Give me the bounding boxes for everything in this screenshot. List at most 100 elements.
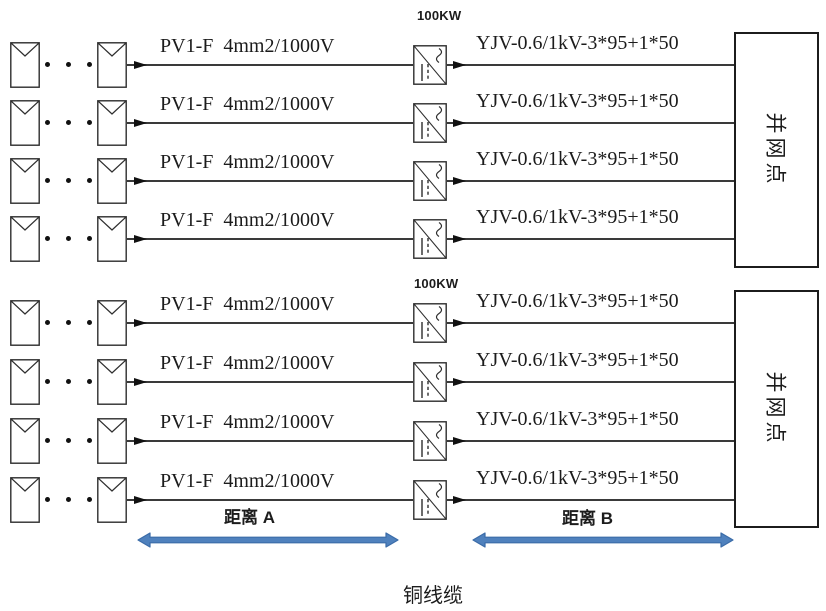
distance-b-label: 距离 B: [562, 509, 613, 528]
ellipsis-dot-icon: [87, 62, 92, 67]
ellipsis-dot-icon: [45, 379, 50, 384]
ellipsis-dot-icon: [45, 178, 50, 183]
grid-connection-point-box: 并网点: [734, 32, 819, 268]
ac-cable-label: YJV-0.6/1kV-3*95+1*50: [476, 206, 679, 228]
grid-connection-point-box: 并网点: [734, 290, 819, 528]
flow-arrowhead-icon: [134, 496, 147, 504]
flow-arrowhead-icon: [134, 235, 147, 243]
ellipsis-dot-icon: [87, 438, 92, 443]
ellipsis-dot-icon: [87, 379, 92, 384]
pv-cable-label: PV1-F 4mm2/1000V: [160, 293, 335, 315]
inverter-icon: [413, 161, 447, 201]
pv-panel-icon: [10, 359, 40, 405]
ac-wire: [447, 64, 734, 66]
flow-arrowhead-icon: [134, 378, 147, 386]
ellipsis-dot-icon: [87, 120, 92, 125]
dc-wire: [127, 499, 413, 501]
ellipsis-dot-icon: [45, 320, 50, 325]
pv-panel-icon: [97, 158, 127, 204]
inverter-icon: [413, 103, 447, 143]
inverter-icon: [413, 219, 447, 259]
inverter-power-label: 100KW: [414, 276, 459, 291]
ac-wire: [447, 381, 734, 383]
pv-panel-icon: [10, 42, 40, 88]
ellipsis-dot-icon: [87, 178, 92, 183]
dc-wire: [127, 440, 413, 442]
dc-wire: [127, 122, 413, 124]
pv-cable-label: PV1-F 4mm2/1000V: [160, 352, 335, 374]
distance-a-label: 距离 A: [224, 508, 275, 527]
ac-wire: [447, 440, 734, 442]
ellipsis-dot-icon: [66, 379, 71, 384]
pv-panel-icon: [10, 216, 40, 262]
ac-cable-label: YJV-0.6/1kV-3*95+1*50: [476, 90, 679, 112]
ellipsis-dot-icon: [45, 62, 50, 67]
ac-wire: [447, 122, 734, 124]
pv-cable-label: PV1-F 4mm2/1000V: [160, 411, 335, 433]
flow-arrowhead-icon: [453, 177, 466, 185]
ellipsis-dot-icon: [66, 120, 71, 125]
ac-cable-label: YJV-0.6/1kV-3*95+1*50: [476, 349, 679, 371]
ac-wire: [447, 322, 734, 324]
ac-cable-label: YJV-0.6/1kV-3*95+1*50: [476, 467, 679, 489]
pv-panel-icon: [10, 100, 40, 146]
inverter-icon: [413, 45, 447, 85]
pv-panel-icon: [10, 418, 40, 464]
ellipsis-dot-icon: [87, 497, 92, 502]
pv-cable-label: PV1-F 4mm2/1000V: [160, 470, 335, 492]
ellipsis-dot-icon: [66, 236, 71, 241]
ac-cable-label: YJV-0.6/1kV-3*95+1*50: [476, 32, 679, 54]
ellipsis-dot-icon: [66, 320, 71, 325]
pv-cable-label: PV1-F 4mm2/1000V: [160, 93, 335, 115]
distance-a-arrow-icon: [137, 532, 399, 548]
ellipsis-dot-icon: [45, 497, 50, 502]
pv-panel-icon: [97, 300, 127, 346]
flow-arrowhead-icon: [134, 61, 147, 69]
pv-cable-label: PV1-F 4mm2/1000V: [160, 151, 335, 173]
dc-wire: [127, 180, 413, 182]
ac-wire: [447, 238, 734, 240]
flow-arrowhead-icon: [453, 437, 466, 445]
pv-panel-icon: [97, 477, 127, 523]
inverter-icon: [413, 421, 447, 461]
pv-panel-icon: [97, 418, 127, 464]
flow-arrowhead-icon: [453, 61, 466, 69]
pv-panel-icon: [97, 216, 127, 262]
grid-point-label: 并网点: [763, 371, 788, 447]
pv-panel-icon: [97, 42, 127, 88]
ellipsis-dot-icon: [66, 497, 71, 502]
flow-arrowhead-icon: [134, 319, 147, 327]
ellipsis-dot-icon: [45, 120, 50, 125]
flow-arrowhead-icon: [453, 235, 466, 243]
pv-cable-label: PV1-F 4mm2/1000V: [160, 209, 335, 231]
dc-wire: [127, 322, 413, 324]
dc-wire: [127, 64, 413, 66]
flow-arrowhead-icon: [453, 119, 466, 127]
distance-b-arrow-icon: [472, 532, 734, 548]
inverter-power-label: 100KW: [417, 8, 462, 23]
dc-wire: [127, 381, 413, 383]
ac-cable-label: YJV-0.6/1kV-3*95+1*50: [476, 148, 679, 170]
pv-panel-icon: [97, 359, 127, 405]
inverter-icon: [413, 362, 447, 402]
copper-cable-caption: 铜线缆: [403, 585, 463, 607]
inverter-icon: [413, 480, 447, 520]
ac-wire: [447, 499, 734, 501]
pv-panel-icon: [97, 100, 127, 146]
ac-cable-label: YJV-0.6/1kV-3*95+1*50: [476, 290, 679, 312]
inverter-icon: [413, 303, 447, 343]
ac-cable-label: YJV-0.6/1kV-3*95+1*50: [476, 408, 679, 430]
flow-arrowhead-icon: [453, 496, 466, 504]
ellipsis-dot-icon: [87, 236, 92, 241]
flow-arrowhead-icon: [134, 119, 147, 127]
flow-arrowhead-icon: [134, 437, 147, 445]
ellipsis-dot-icon: [66, 178, 71, 183]
ellipsis-dot-icon: [66, 62, 71, 67]
dc-wire: [127, 238, 413, 240]
ellipsis-dot-icon: [45, 236, 50, 241]
ellipsis-dot-icon: [87, 320, 92, 325]
flow-arrowhead-icon: [453, 378, 466, 386]
grid-point-label: 并网点: [763, 112, 788, 188]
pv-panel-icon: [10, 477, 40, 523]
